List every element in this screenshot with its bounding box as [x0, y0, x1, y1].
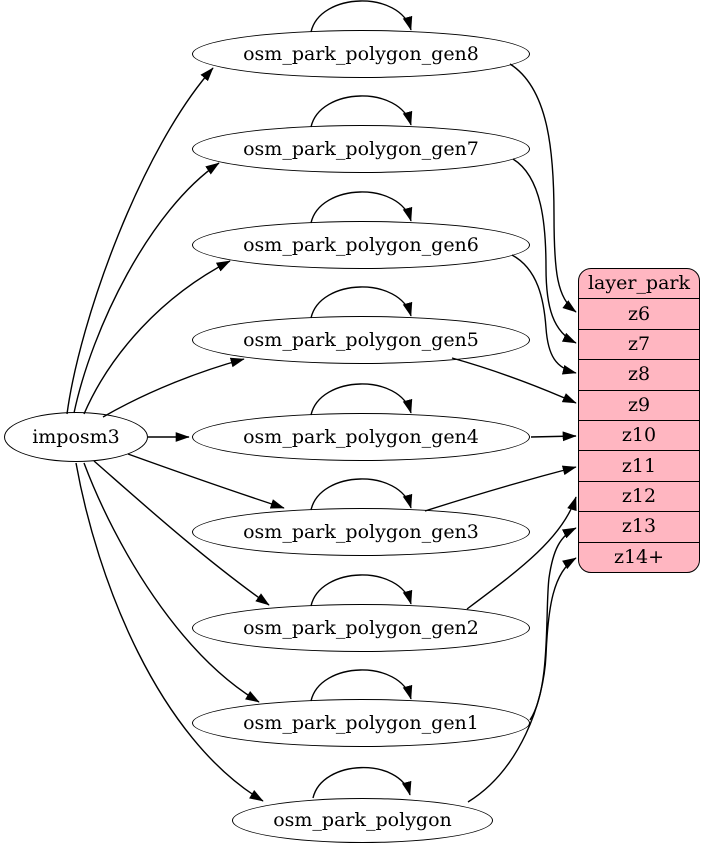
node-label: osm_park_polygon_gen3	[243, 520, 479, 543]
node-osm-park-polygon: osm_park_polygon	[232, 798, 493, 843]
node-label: osm_park_polygon_gen8	[243, 42, 479, 65]
node-label: osm_park_polygon_gen1	[243, 711, 479, 734]
self-loop-gen5	[310, 286, 413, 319]
edge-imposm3-gen7	[73, 162, 220, 414]
node-label: osm_park_polygon_gen5	[243, 328, 479, 351]
node-osm-park-polygon-gen5: osm_park_polygon_gen5	[192, 316, 530, 364]
layer-park-row-z9: z9	[579, 389, 699, 420]
edge-gen5-z9	[451, 357, 577, 404]
node-label: osm_park_polygon_gen2	[243, 616, 479, 639]
self-loop-gen4	[310, 383, 413, 416]
node-osm-park-polygon-gen2: osm_park_polygon_gen2	[192, 604, 530, 652]
node-osm-park-polygon-gen4: osm_park_polygon_gen4	[192, 413, 530, 461]
self-loop-polygon	[312, 766, 412, 799]
edge-gen3-z11	[424, 465, 577, 512]
layer-park-row-z6: z6	[579, 298, 699, 328]
node-imposm3: imposm3	[4, 412, 148, 462]
node-osm-park-polygon-gen3: osm_park_polygon_gen3	[192, 508, 530, 556]
node-imposm3-label: imposm3	[32, 425, 120, 448]
layer-park-row-z13: z13	[579, 511, 699, 541]
layer-park-row-z8: z8	[579, 359, 699, 389]
node-osm-park-polygon-gen7: osm_park_polygon_gen7	[192, 125, 530, 173]
self-loop-gen8	[310, 0, 413, 33]
layer-park-row-z7: z7	[579, 328, 699, 359]
layer-park-header: layer_park	[587, 272, 691, 295]
edge-gen2-z12	[466, 496, 577, 610]
node-label: osm_park_polygon	[273, 809, 452, 831]
layer-park-row-z11: z11	[579, 450, 699, 480]
node-label: osm_park_polygon_gen6	[243, 233, 479, 256]
layer-park-row-z12: z12	[579, 480, 699, 511]
edge-gen6-z8	[511, 254, 577, 375]
node-osm-park-polygon-gen8: osm_park_polygon_gen8	[192, 30, 530, 78]
edge-polygon-z14	[467, 557, 577, 803]
node-label: osm_park_polygon_gen4	[243, 425, 479, 448]
self-loop-gen1	[310, 669, 413, 702]
node-layer-park: layer_park z6 z7 z8 z9 z10 z11 z12 z13 z…	[578, 268, 700, 573]
edge-gen1-z13	[529, 527, 577, 721]
edge-imposm3-gen8	[66, 67, 214, 415]
node-osm-park-polygon-gen6: osm_park_polygon_gen6	[192, 221, 530, 269]
self-loop-gen2	[310, 574, 413, 607]
edge-imposm3-gen1	[83, 462, 260, 703]
self-loop-gen3	[310, 478, 413, 511]
edge-gen8-z6	[509, 63, 577, 313]
self-loop-gen7	[310, 95, 413, 128]
node-osm-park-polygon-gen1: osm_park_polygon_gen1	[192, 699, 530, 747]
edge-imposm3-gen5	[102, 357, 245, 418]
layer-park-row-z14: z14+	[579, 541, 699, 572]
node-label: osm_park_polygon_gen7	[243, 137, 479, 160]
edge-gen4-z10	[530, 431, 577, 442]
layer-park-row-z10: z10	[579, 420, 699, 450]
self-loop-gen6	[310, 191, 413, 224]
edge-imposm3-gen3	[127, 453, 285, 509]
